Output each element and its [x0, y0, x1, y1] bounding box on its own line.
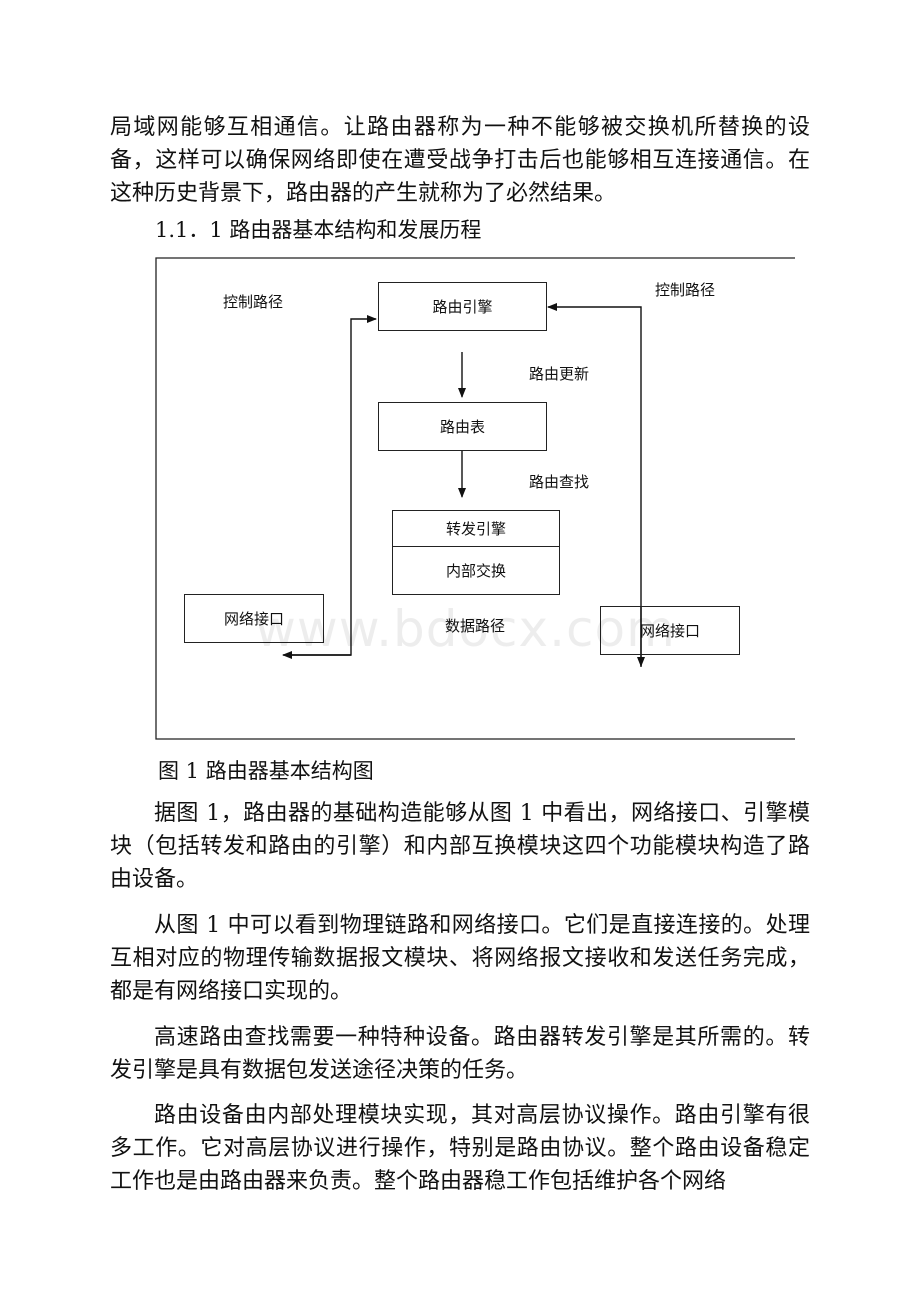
network-interface-left-box: 网络接口: [184, 594, 324, 643]
routing-engine-box: 路由引擎: [378, 282, 547, 331]
routing-engine-label: 路由引擎: [432, 298, 493, 316]
control-path-right-label: 控制路径: [655, 281, 716, 299]
network-interface-right-box: 网络接口: [600, 606, 740, 655]
control-path-left-label: 控制路径: [223, 293, 284, 311]
forwarding-engine-box: 转发引擎: [392, 510, 560, 547]
paragraph-network-interface: 从图 1 中可以看到物理链路和网络接口。它们是直接连接的。处理互相对应的物理传输…: [110, 913, 810, 1004]
paragraph-structure: 据图 1，路由器的基础构造能够从图 1 中看出，网络接口、引擎模块（包括转发和路…: [110, 801, 810, 892]
routing-table-label: 路由表: [439, 418, 485, 436]
watermark: www.bdocx.com: [255, 600, 676, 658]
diagram-lines: [155, 257, 795, 740]
forwarding-engine-label: 转发引擎: [445, 520, 506, 538]
arrow-right-control-path: [547, 303, 642, 667]
router-structure-diagram: 路由引擎 路由表 转发引擎 内部交换 网络接口 网络接口 控制路径 控制路径 路…: [155, 257, 796, 740]
internal-switch-box: 内部交换: [392, 546, 560, 595]
data-path-label: 数据路径: [445, 617, 506, 635]
figure-frame: [155, 257, 795, 740]
network-interface-right-label: 网络接口: [639, 622, 700, 640]
figure-caption: 图 1 路由器基本结构图: [158, 759, 374, 783]
routing-table-box: 路由表: [378, 402, 547, 451]
network-interface-left-label: 网络接口: [223, 610, 284, 628]
section-heading: 1.1．1 路由器基本结构和发展历程: [155, 218, 482, 242]
route-lookup-label: 路由查找: [529, 473, 590, 491]
route-update-label: 路由更新: [529, 365, 590, 383]
internal-switch-label: 内部交换: [445, 562, 506, 580]
paragraph-intro: 局域网能够互相通信。让路由器称为一种不能够被交换机所替换的设备，这样可以确保网络…: [110, 115, 810, 206]
paragraph-forwarding-engine: 高速路由查找需要一种特种设备。路由器转发引擎是其所需的。转发引擎是具有数据包发送…: [110, 1025, 810, 1083]
paragraph-routing-engine: 路由设备由内部处理模块实现，其对高层协议操作。路由引擎有很多工作。它对高层协议进…: [110, 1103, 810, 1194]
